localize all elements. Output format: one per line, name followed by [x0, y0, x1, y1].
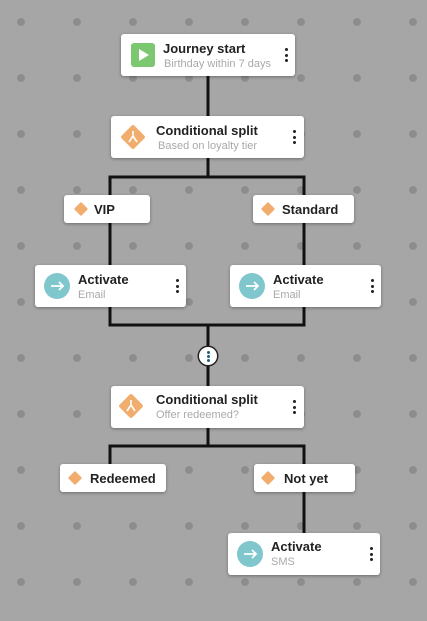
activate-title: Activate	[78, 272, 129, 287]
journey-start-subtitle: Birthday within 7 days	[164, 58, 271, 70]
more-options-icon[interactable]	[367, 547, 375, 561]
branch-label-standard[interactable]: Standard	[253, 195, 354, 223]
split-title: Conditional split	[156, 123, 258, 138]
activate-node-vip[interactable]: Activate Email	[35, 265, 186, 307]
merge-node[interactable]	[199, 347, 217, 365]
activate-node-standard[interactable]: Activate Email	[230, 265, 381, 307]
connector-split2-branches	[108, 426, 306, 466]
branch-label-not-yet[interactable]: Not yet	[254, 464, 355, 492]
branch-label-text: Not yet	[284, 471, 329, 486]
arrow-right-icon	[239, 273, 265, 299]
activate-node-sms[interactable]: Activate SMS	[228, 533, 380, 575]
diamond-icon	[260, 470, 276, 486]
branch-label-vip[interactable]: VIP	[64, 195, 150, 223]
play-icon	[131, 43, 155, 67]
split-subtitle: Offer redeemed?	[156, 409, 239, 421]
conditional-split-node[interactable]: Conditional split Based on loyalty tier	[111, 116, 304, 158]
arrow-right-icon	[237, 541, 263, 567]
split-title: Conditional split	[156, 392, 258, 407]
more-options-icon[interactable]	[282, 48, 290, 62]
split-subtitle: Based on loyalty tier	[158, 140, 258, 152]
diamond-icon	[67, 470, 83, 486]
branch-label-text: Standard	[282, 202, 339, 217]
branch-label-text: VIP	[94, 202, 115, 217]
split-icon	[119, 394, 143, 418]
split-icon	[121, 125, 145, 149]
more-options-icon[interactable]	[290, 130, 298, 144]
conditional-split-node[interactable]: Conditional split Offer redeemed?	[111, 386, 304, 428]
journey-start-node[interactable]: Journey start Birthday within 7 days	[121, 34, 295, 76]
activate-channel: Email	[273, 289, 301, 301]
branch-label-text: Redeemed	[90, 471, 156, 486]
arrow-right-icon	[44, 273, 70, 299]
diamond-icon	[260, 201, 276, 217]
connector-split1-branches	[108, 156, 306, 197]
more-options-icon[interactable]	[290, 400, 298, 414]
journey-start-title: Journey start	[163, 41, 246, 56]
activate-title: Activate	[273, 272, 324, 287]
diamond-icon	[73, 201, 89, 217]
more-options-icon[interactable]	[368, 279, 376, 293]
activate-title: Activate	[271, 539, 322, 554]
more-options-icon[interactable]	[173, 279, 181, 293]
connector-activates-merge	[108, 305, 306, 327]
branch-label-redeemed[interactable]: Redeemed	[60, 464, 166, 492]
activate-channel: Email	[78, 289, 106, 301]
activate-channel: SMS	[271, 556, 295, 568]
